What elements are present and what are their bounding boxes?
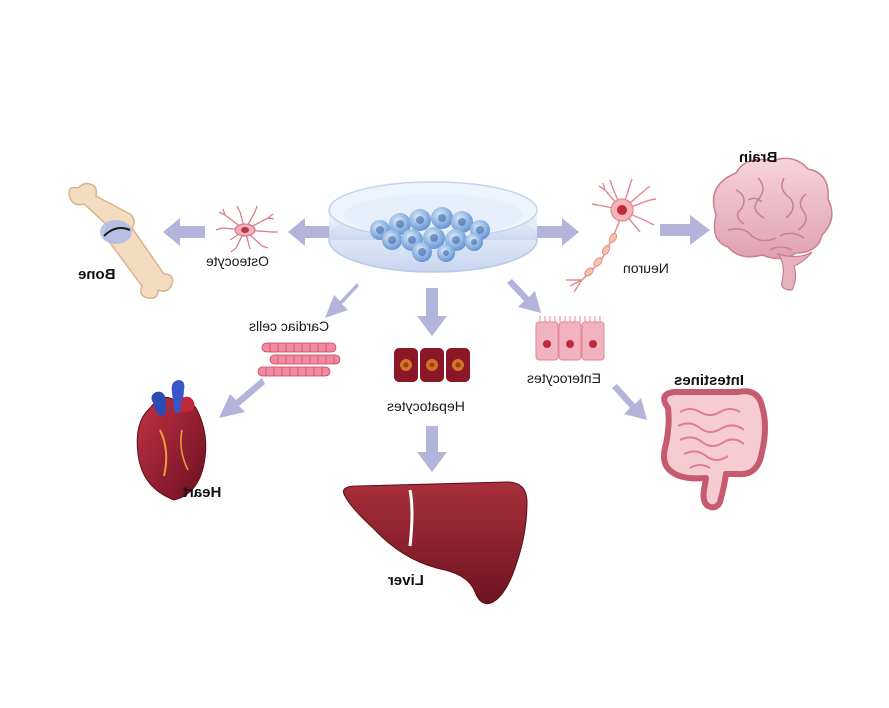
- label-liver: Liver: [388, 573, 424, 589]
- arrow-cardiac-to-heart: [219, 378, 265, 418]
- label-hepatocytes: Hepatocytes: [387, 398, 465, 414]
- petri-dish-stem-cells: [329, 182, 537, 272]
- arrow-dish-to-hepatocytes: [417, 288, 447, 336]
- liver-illustration: [344, 482, 528, 604]
- arrow-enterocytes-to-intestines: [612, 384, 647, 420]
- label-bone: Bone: [78, 267, 116, 283]
- arrow-osteocyte-to-bone: [163, 218, 205, 246]
- label-neuron: Neuron: [623, 260, 669, 276]
- hepatocytes-cells: [394, 348, 470, 382]
- brain-illustration: [714, 158, 832, 290]
- label-cardiac-cells: Cardiac cells: [249, 318, 329, 334]
- enterocytes-cells: [536, 316, 604, 360]
- label-heart: Heart: [183, 485, 221, 501]
- arrow-dish-to-neuron: [537, 218, 579, 246]
- heart-illustration: [137, 380, 206, 500]
- arrow-hepatocytes-to-liver: [417, 426, 447, 472]
- label-brain: Brain: [739, 150, 777, 166]
- intestines-illustration: [664, 391, 765, 507]
- label-intestines: Intestines: [674, 373, 744, 389]
- arrow-dish-to-enterocytes: [507, 279, 541, 313]
- arrow-neuron-to-brain: [660, 215, 710, 245]
- osteocyte-cell: [216, 206, 278, 252]
- arrow-dish-to-cardiac: [325, 283, 359, 318]
- arrow-dish-to-osteocyte: [288, 218, 330, 246]
- label-osteocyte: Osteocyte: [206, 253, 269, 269]
- cardiac-cells: [258, 343, 340, 376]
- label-enterocytes: Enterocytes: [527, 370, 601, 386]
